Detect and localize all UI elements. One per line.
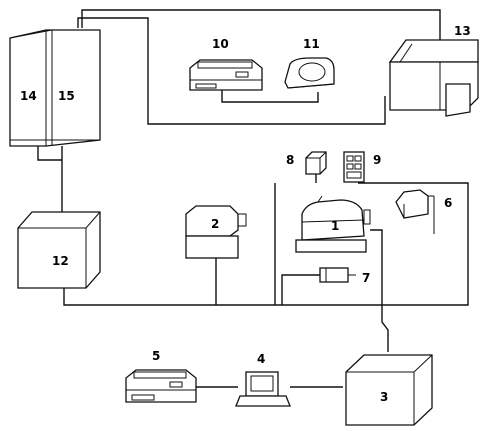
label-13: 13 (454, 24, 471, 38)
label-10: 10 (212, 37, 229, 51)
terminal-11 (284, 57, 335, 89)
workstation-13 (388, 39, 479, 117)
device-7 (314, 267, 356, 283)
label-15: 15 (58, 89, 75, 103)
label-5: 5 (152, 349, 160, 363)
label-7: 7 (362, 271, 370, 285)
label-1: 1 (331, 219, 339, 233)
label-9: 9 (373, 153, 381, 167)
unit-3 (345, 354, 433, 426)
label-14: 14 (20, 89, 37, 103)
cabinet-14-15 (9, 29, 101, 147)
label-12: 12 (52, 254, 69, 268)
printer-5 (125, 369, 197, 403)
label-4: 4 (257, 352, 265, 366)
terminal-4 (235, 371, 291, 407)
labels: 1 2 3 4 5 6 7 8 9 10 11 12 13 14 15 (20, 24, 471, 404)
label-2: 2 (211, 217, 219, 231)
device-8 (305, 151, 327, 175)
label-8: 8 (286, 153, 294, 167)
label-11: 11 (303, 37, 320, 51)
printer-10 (189, 59, 263, 91)
device-9 (343, 151, 365, 183)
label-6: 6 (444, 196, 452, 210)
machine-1 (295, 195, 371, 253)
machine-2 (185, 205, 247, 259)
connection-lines (37, 9, 469, 388)
unit-12 (17, 211, 101, 289)
label-3: 3 (380, 390, 388, 404)
device-6 (395, 189, 435, 234)
